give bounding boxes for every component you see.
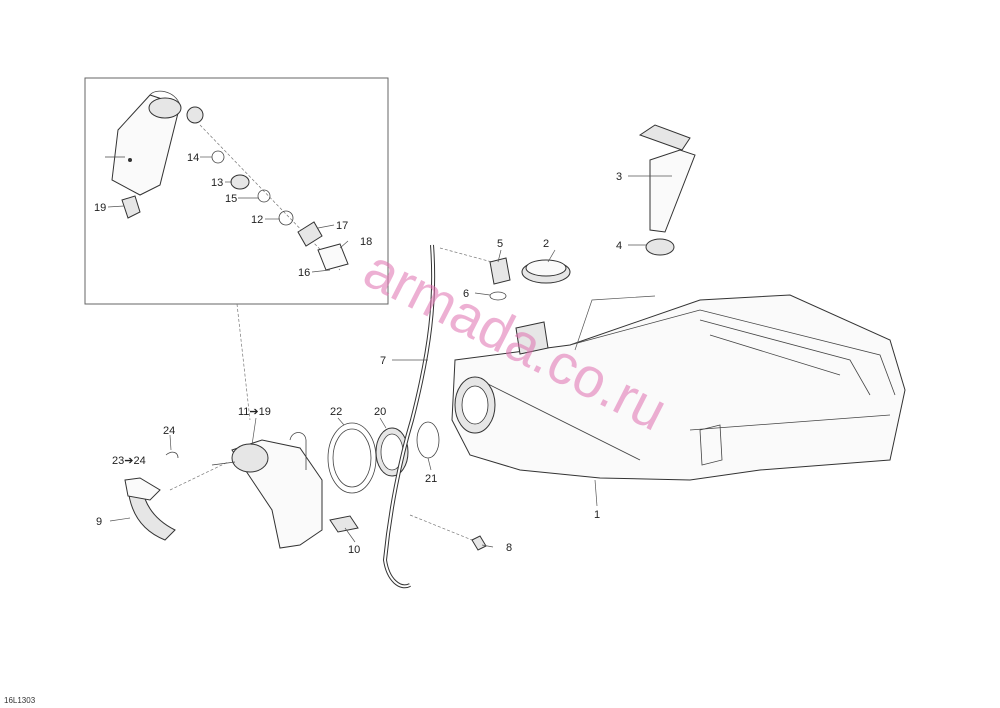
- oring-15: [257, 189, 271, 203]
- bolt-10: [329, 515, 359, 533]
- callout-3: 3: [616, 171, 622, 183]
- callout-23-24: 23➔24: [112, 455, 146, 467]
- callout-5: 5: [497, 238, 503, 250]
- callout-22: 22: [330, 406, 342, 418]
- callout-14: 14: [187, 152, 199, 164]
- grommet-4: [645, 238, 675, 256]
- clamp-22: [327, 422, 377, 494]
- callout-9: 9: [96, 516, 102, 528]
- reference-code: 16L1303: [4, 696, 36, 705]
- callout-19: 19: [94, 202, 106, 214]
- grommet-6: [489, 291, 507, 301]
- detail-box: [84, 77, 389, 305]
- callout-8: 8: [506, 542, 512, 554]
- oring-12: [278, 210, 294, 226]
- valve-5: [489, 257, 511, 285]
- fuel-tank-1: [451, 294, 906, 481]
- regulator-17: [297, 221, 323, 247]
- clip-24: [165, 451, 179, 459]
- callout-20: 20: [374, 406, 386, 418]
- callout-12: 12: [251, 214, 263, 226]
- callout-6: 6: [463, 288, 469, 300]
- callout-21: 21: [425, 473, 437, 485]
- fuel-pump-inset: [105, 90, 204, 196]
- detail-leader: [236, 303, 251, 421]
- hose-connector: [124, 477, 161, 501]
- callout-15: 15: [225, 193, 237, 205]
- callout-18: 18: [360, 236, 372, 248]
- callout-16: 16: [298, 267, 310, 279]
- callout-13: 13: [211, 177, 223, 189]
- callout-4: 4: [616, 240, 622, 252]
- callout-17: 17: [336, 220, 348, 232]
- fuel-pump-main: [211, 432, 323, 549]
- plate-16: [317, 243, 349, 271]
- part-19-inset: [121, 195, 141, 219]
- callout-2: 2: [543, 238, 549, 250]
- clip-8: [471, 535, 487, 551]
- callout-11-19: 11➔19: [238, 406, 271, 418]
- oring-14: [211, 150, 225, 164]
- callout-7: 7: [380, 355, 386, 367]
- callout-10: 10: [348, 544, 360, 556]
- gasket-21: [416, 421, 440, 459]
- sender-3: [649, 149, 696, 233]
- hose-leader: [169, 461, 229, 491]
- callout-1: 1: [594, 509, 600, 521]
- callout-24: 24: [163, 425, 175, 437]
- filter-13: [230, 174, 250, 190]
